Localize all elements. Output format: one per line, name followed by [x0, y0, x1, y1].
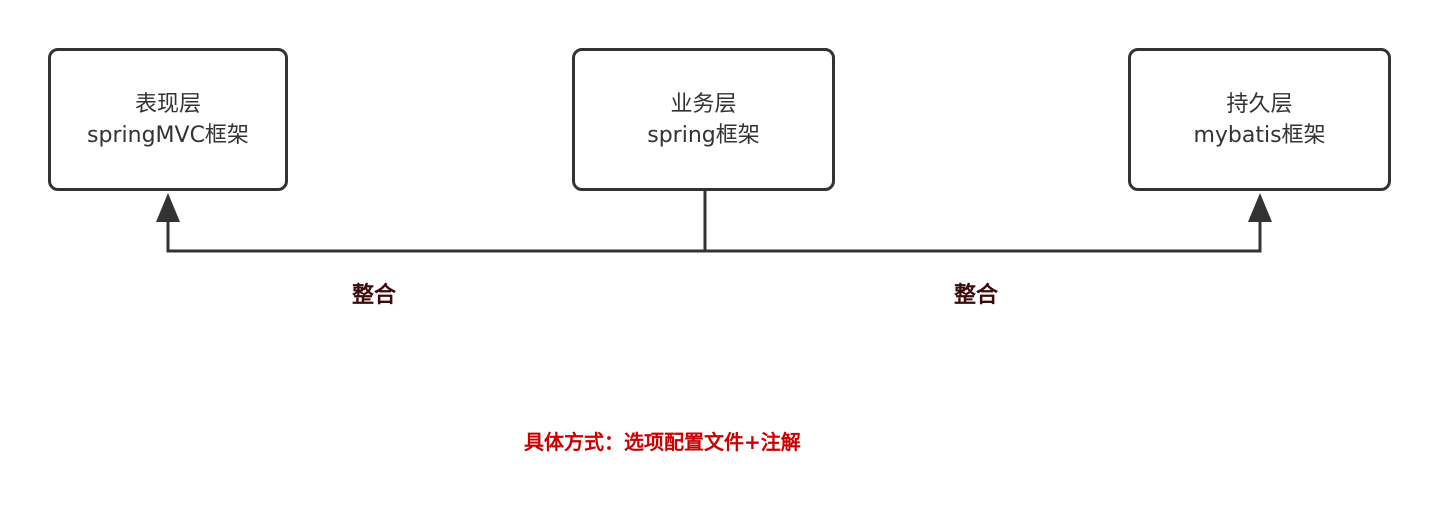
connector-business-to-presentation [166, 191, 707, 253]
persistence-layer-box: 持久层 mybatis框架 [1128, 48, 1391, 191]
integrate-label-left: 整合 [352, 283, 397, 308]
arrowhead-presentation [156, 193, 180, 222]
method-note: 具体方式：选项配置文件+注解 [524, 430, 801, 454]
arrowhead-persistence [1248, 193, 1272, 222]
presentation-layer-framework: springMVC框架 [87, 122, 249, 148]
connector-business-to-persistence [705, 220, 1262, 253]
business-layer-name: 业务层 [670, 91, 737, 117]
persistence-layer-name: 持久层 [1226, 91, 1293, 117]
persistence-layer-framework: mybatis框架 [1193, 122, 1326, 148]
presentation-layer-name: 表现层 [134, 91, 201, 117]
integrate-label-right: 整合 [954, 283, 999, 308]
business-layer-box: 业务层 spring框架 [572, 48, 835, 191]
presentation-layer-box: 表现层 springMVC框架 [48, 48, 288, 191]
business-layer-framework: spring框架 [647, 122, 760, 148]
